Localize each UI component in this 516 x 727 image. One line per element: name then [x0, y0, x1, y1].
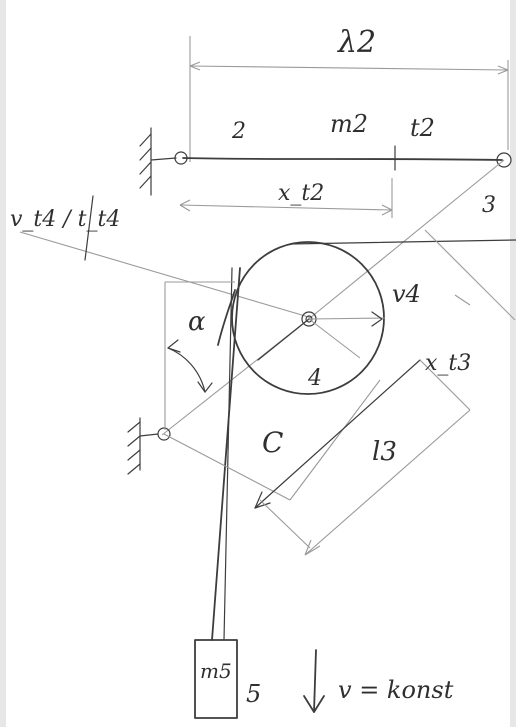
hinge-3: [496, 152, 512, 168]
label-x-t3: x_t3: [425, 351, 471, 376]
label-v-const: v = konst: [338, 676, 454, 704]
rope: [211, 267, 241, 641]
label-4: 4: [307, 366, 322, 391]
dimension-l2: [189, 36, 509, 162]
label-divider: [84, 195, 94, 261]
dimension-x-t2: [179, 178, 393, 218]
wall-support-top: [139, 127, 188, 196]
left-scan-edge: [0, 0, 6, 727]
label-v4: v4: [392, 280, 421, 308]
spring-c: [163, 379, 381, 501]
label-m5: m5: [200, 659, 232, 683]
label-l2: λ2: [337, 25, 376, 60]
rod-2: [182, 145, 503, 171]
angle-alpha: [164, 281, 235, 430]
label-x-t2: x_t2: [278, 181, 324, 206]
label-v-t4: v_t4 / t_t4: [10, 207, 120, 232]
tangent-line-right: [289, 239, 516, 245]
label-3: 3: [482, 193, 496, 218]
label-2: 2: [231, 119, 246, 144]
disc-4: [231, 241, 386, 395]
dimension-l3: [254, 359, 471, 556]
label-t2: t2: [410, 114, 435, 142]
label-alpha: α: [188, 307, 206, 337]
velocity-arrow: [303, 649, 325, 713]
dimension-x-t3: [424, 229, 516, 321]
wall-support-bottom: [127, 417, 171, 475]
label-m2: m2: [330, 110, 368, 138]
label-5: 5: [246, 680, 261, 708]
rod-3: [161, 159, 505, 436]
label-l3: l3: [372, 437, 397, 467]
line-vt4-direction: [19, 231, 313, 319]
label-c: C: [262, 426, 283, 459]
mass-block-5: [194, 639, 238, 719]
right-scan-edge: [510, 0, 516, 727]
